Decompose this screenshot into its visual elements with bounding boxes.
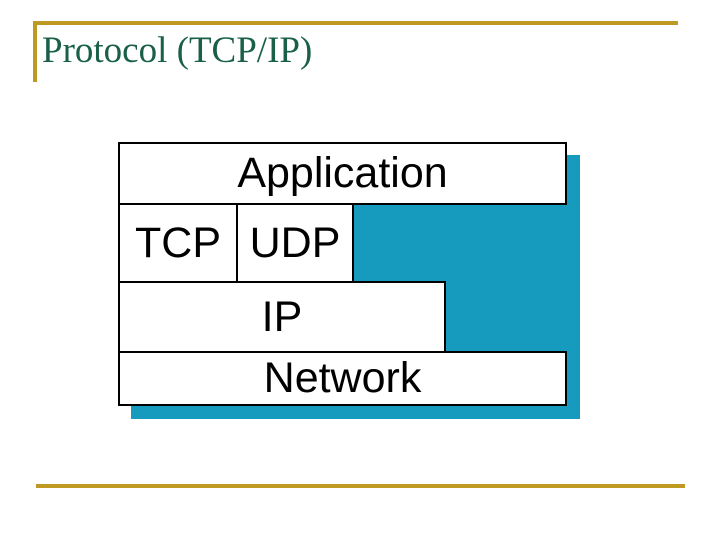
- layer-transport-tcp: TCP: [120, 205, 236, 281]
- layer-network-label: Network: [263, 354, 422, 402]
- page-title: Protocol (TCP/IP): [42, 30, 313, 71]
- protocol-stack-diagram: Application TCP UDP IP Network: [118, 142, 580, 419]
- layer-ip-label: IP: [261, 292, 303, 341]
- layer-network: Network: [118, 351, 567, 406]
- layer-transport: TCP UDP: [118, 203, 354, 283]
- layer-udp-label: UDP: [249, 218, 341, 267]
- layer-application: Application: [118, 142, 567, 205]
- layer-application-label: Application: [237, 149, 448, 197]
- layer-tcp-label: TCP: [135, 218, 221, 267]
- protocol-layer-stack: Application TCP UDP IP Network: [118, 142, 567, 406]
- layer-internet: IP: [118, 281, 446, 353]
- title-rule-left: [33, 21, 37, 82]
- layer-transport-udp: UDP: [236, 205, 352, 281]
- title-rule-top: [33, 21, 678, 25]
- footer-rule: [36, 484, 685, 488]
